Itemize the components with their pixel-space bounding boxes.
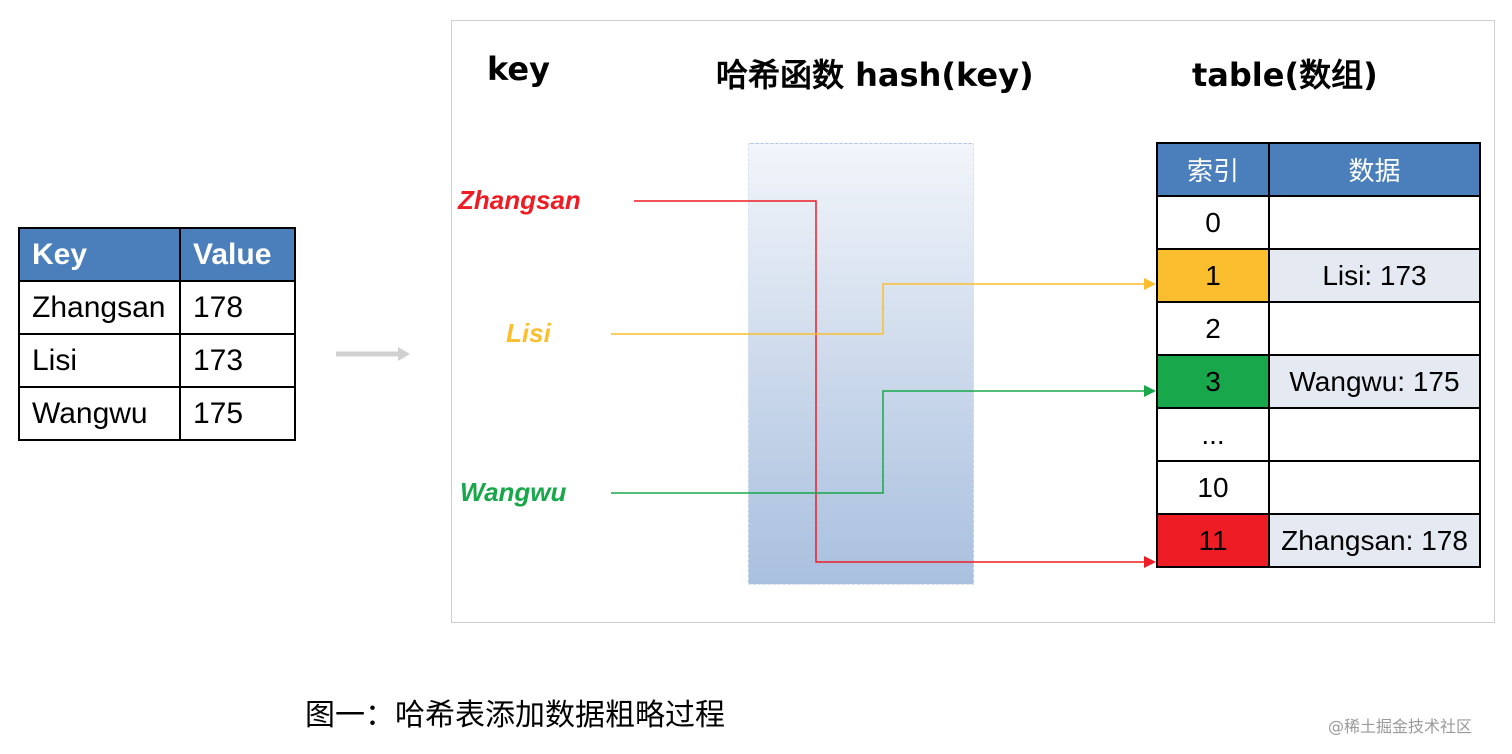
table-row: 2 bbox=[1156, 301, 1481, 356]
kv-cell-key: Zhangsan bbox=[18, 280, 181, 335]
hash-function-header: 哈希函数 hash(key) bbox=[716, 56, 1034, 94]
hash-cell-data: Lisi: 173 bbox=[1268, 248, 1481, 303]
key-label-wangwu: Wangwu bbox=[460, 477, 567, 507]
kv-header-value: Value bbox=[179, 227, 296, 282]
hash-cell-data bbox=[1268, 195, 1481, 250]
arrowhead-wangwu-icon bbox=[1144, 385, 1156, 397]
key-value-table: Key Value Zhangsan 178 Lisi 173 Wangwu 1… bbox=[18, 227, 296, 441]
table-row: ... bbox=[1156, 407, 1481, 462]
flow-arrow-icon bbox=[336, 347, 410, 361]
kv-cell-value: 178 bbox=[179, 280, 296, 335]
hash-function-box bbox=[748, 143, 974, 585]
hash-cell-data bbox=[1268, 460, 1481, 515]
table-row: Wangwu 175 bbox=[18, 386, 296, 441]
table-row: 11 Zhangsan: 178 bbox=[1156, 513, 1481, 568]
hash-cell-data: Zhangsan: 178 bbox=[1268, 513, 1481, 568]
kv-cell-value: 173 bbox=[179, 333, 296, 388]
watermark: @稀土掘金技术社区 bbox=[1328, 717, 1473, 736]
kv-cell-value: 175 bbox=[179, 386, 296, 441]
hash-header-index: 索引 bbox=[1156, 142, 1270, 197]
kv-table-header-row: Key Value bbox=[18, 227, 296, 282]
hash-cell-index: 3 bbox=[1156, 354, 1270, 409]
table-row: 1 Lisi: 173 bbox=[1156, 248, 1481, 303]
hash-cell-index: 10 bbox=[1156, 460, 1270, 515]
figure-caption: 图一：哈希表添加数据粗略过程 bbox=[305, 698, 725, 733]
mapping-line-wangwu bbox=[611, 390, 1146, 494]
hash-diagram-panel bbox=[451, 20, 1495, 623]
hash-array-table: 索引 数据 0 1 Lisi: 173 2 3 Wangwu: 175 ... … bbox=[1156, 142, 1481, 568]
hash-cell-index: 2 bbox=[1156, 301, 1270, 356]
hash-cell-index: 11 bbox=[1156, 513, 1270, 568]
table-row: 10 bbox=[1156, 460, 1481, 515]
hash-cell-index: 1 bbox=[1156, 248, 1270, 303]
kv-header-key: Key bbox=[18, 227, 181, 282]
hash-cell-data: Wangwu: 175 bbox=[1268, 354, 1481, 409]
key-label-lisi: Lisi bbox=[506, 318, 551, 348]
hash-cell-data bbox=[1268, 301, 1481, 356]
arrowhead-zhangsan-icon bbox=[1144, 556, 1156, 568]
hash-cell-index: ... bbox=[1156, 407, 1270, 462]
table-row: Lisi 173 bbox=[18, 333, 296, 388]
arrowhead-lisi-icon bbox=[1144, 278, 1156, 290]
table-row: Zhangsan 178 bbox=[18, 280, 296, 335]
mapping-line-lisi bbox=[611, 283, 1146, 335]
table-column-header: table(数组) bbox=[1192, 56, 1378, 94]
key-label-zhangsan: Zhangsan bbox=[458, 185, 581, 215]
hash-cell-data bbox=[1268, 407, 1481, 462]
kv-cell-key: Lisi bbox=[18, 333, 181, 388]
hash-cell-index: 0 bbox=[1156, 195, 1270, 250]
kv-cell-key: Wangwu bbox=[18, 386, 181, 441]
hash-header-data: 数据 bbox=[1268, 142, 1481, 197]
table-row: 0 bbox=[1156, 195, 1481, 250]
key-column-header: key bbox=[487, 50, 550, 88]
mapping-line-zhangsan bbox=[634, 200, 1146, 563]
hash-table-header-row: 索引 数据 bbox=[1156, 142, 1481, 197]
table-row: 3 Wangwu: 175 bbox=[1156, 354, 1481, 409]
